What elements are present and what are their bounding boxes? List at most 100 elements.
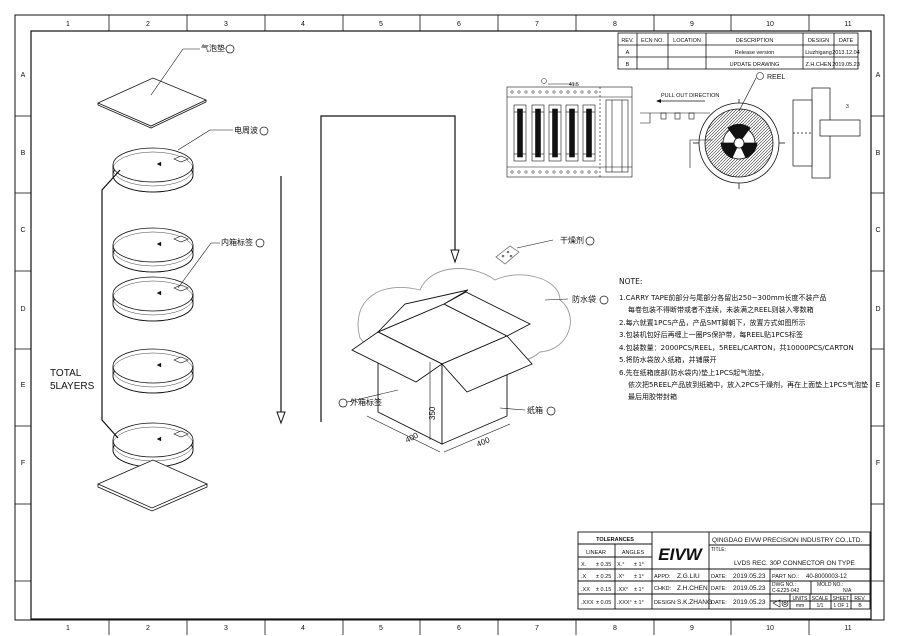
mold-no-value: N/A xyxy=(843,588,852,594)
sprocket-holes xyxy=(510,90,598,174)
column-label: 5 xyxy=(379,625,383,632)
row-label: E xyxy=(21,382,26,389)
label-pitch: 41.5 xyxy=(569,82,579,88)
tb-linear: LINEAR xyxy=(586,550,606,556)
reel-layer xyxy=(112,348,194,394)
balloon-icon xyxy=(585,236,595,246)
row-label: C xyxy=(20,227,25,234)
tape-pocket xyxy=(565,104,579,162)
arrow-head-icon xyxy=(450,249,460,264)
leader-moisture-bag xyxy=(544,298,569,301)
chkd-label: CHKD: xyxy=(654,586,672,592)
column-label: 8 xyxy=(613,625,617,632)
column-label: 8 xyxy=(613,21,617,28)
note-line: 6.先在纸箱底部(防水袋内)垫上1PCS起气泡垫， xyxy=(619,368,768,377)
row-label: F xyxy=(876,460,880,467)
label-reel: REEL xyxy=(767,74,785,81)
tol-linear-value: ± 0.35 xyxy=(596,562,611,568)
tol-linear-value: ± 0.25 xyxy=(596,574,611,580)
row-label: F xyxy=(21,460,25,467)
title-block-lines xyxy=(577,531,871,610)
row-label: A xyxy=(21,72,26,79)
rev-a-rev: A xyxy=(626,50,630,56)
tb-tolerances: TOLERANCES xyxy=(596,537,634,543)
reel-stack xyxy=(112,147,194,468)
row-label: C xyxy=(875,227,880,234)
tol-angle-value: ± 1° xyxy=(634,587,644,593)
tape-pocket xyxy=(548,104,562,162)
sprocket-hole xyxy=(566,170,570,174)
company-logo: EIVW xyxy=(658,545,703,564)
mold-no-label: MOLD NO.: xyxy=(817,582,843,588)
leader-inner-label xyxy=(177,242,220,289)
note-line: 1.CARRY TAPE前部分与尾部分各留出250~300mm长度不装产品 xyxy=(619,293,827,302)
sprocket-hole xyxy=(573,170,577,174)
tol-linear-key: .XX xyxy=(581,587,590,593)
outer-border xyxy=(14,14,885,621)
sprocket-hole xyxy=(580,170,584,174)
column-label: 5 xyxy=(379,21,383,28)
leader-foam xyxy=(177,129,211,151)
tol-angle-value: ± 1° xyxy=(634,562,644,568)
rev-header-rev: REV. xyxy=(621,38,634,44)
column-label: 10 xyxy=(766,625,774,632)
rev-a-design: Liuzhigang xyxy=(805,50,832,56)
notes: NOTE: 1.CARRY TAPE前部分与尾部分各留出250~300mm长度不… xyxy=(619,277,868,401)
carton-box xyxy=(351,289,533,445)
rev-b-description: UPDATE DRAWING xyxy=(730,62,780,68)
column-label: 4 xyxy=(301,21,305,28)
balloon-icon xyxy=(756,72,764,80)
label-moisture-bag: 防水袋 xyxy=(572,294,596,304)
rev-a-date: 2013.12.04 xyxy=(832,50,860,56)
date-value-2: 2019.05.23 xyxy=(733,585,766,592)
part-no-value: 40-8000003-12 xyxy=(806,574,847,580)
row-label: B xyxy=(876,150,881,157)
bubble-pad-bottom xyxy=(97,459,208,512)
date-label-1: DATE: xyxy=(711,574,727,580)
column-label: 6 xyxy=(457,625,461,632)
sprocket-hole xyxy=(524,170,528,174)
tol-angle-key: .X° xyxy=(617,574,624,580)
column-label: 4 xyxy=(301,625,305,632)
scale-label: SCALE xyxy=(812,596,829,602)
column-label: 7 xyxy=(535,21,539,28)
column-label: 9 xyxy=(690,625,694,632)
sprocket-hole xyxy=(510,170,514,174)
sprocket-hole xyxy=(587,90,591,94)
sprocket-hole xyxy=(573,90,577,94)
label-outer-label: 外箱标签 xyxy=(350,397,382,407)
row-label: D xyxy=(875,306,880,313)
zone-ticks xyxy=(15,15,884,635)
balloon-icon xyxy=(225,44,235,54)
row-label: D xyxy=(20,306,25,313)
leader-outer-label xyxy=(346,389,399,403)
label-bubble-pad: 气泡垫 xyxy=(201,43,225,53)
reel-layer xyxy=(112,422,194,468)
reel xyxy=(693,99,785,189)
column-label: 9 xyxy=(690,21,694,28)
date-value-3: 2019.05.23 xyxy=(733,599,766,606)
tol-angle-key: .XX° xyxy=(617,587,628,593)
label-total: TOTAL xyxy=(50,368,82,379)
rev-value: B xyxy=(858,603,862,609)
rev-label: REV. xyxy=(854,596,865,602)
sprocket-hole xyxy=(545,90,549,94)
revision-table-text: REV. ECN NO. LOCATION DESCRIPTION DESIGN… xyxy=(621,38,859,68)
leader-carton xyxy=(499,407,526,411)
label-5layers: 5LAYERS xyxy=(50,381,95,392)
dim-height: 350 xyxy=(428,406,437,420)
date-label-3: DATE: xyxy=(711,600,727,606)
flow-arrow-right xyxy=(320,115,456,422)
column-label: 1 xyxy=(66,21,70,28)
sprocket-hole xyxy=(517,90,521,94)
note-line: 2.每六就置1PCS产品，产品SMT脚朝下，放置方式如图所示 xyxy=(619,318,805,327)
notes-title: NOTE: xyxy=(619,277,642,286)
row-label: B xyxy=(21,150,26,157)
balloon-icon xyxy=(546,406,556,416)
sheet-value: 1 OF 1 xyxy=(833,603,849,609)
column-label: 2 xyxy=(146,625,150,632)
tape-pockets xyxy=(513,104,596,162)
sprocket-hole xyxy=(524,90,528,94)
column-label: 11 xyxy=(844,625,851,632)
